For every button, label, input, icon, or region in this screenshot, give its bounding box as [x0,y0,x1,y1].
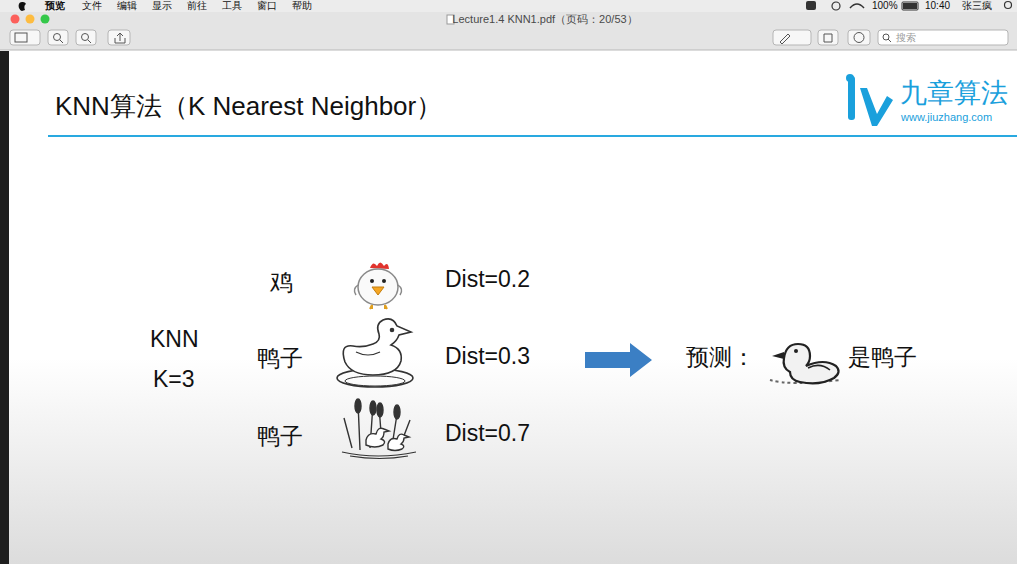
zoom-button [41,15,50,24]
menu-item: 窗口 [257,0,277,12]
spotlight-icon [1005,2,1012,9]
logo-url: www.jiuzhang.com [901,111,992,124]
status-icon [832,2,840,10]
menu-item: 编辑 [117,0,137,12]
menu-item: 预览 [45,0,65,12]
user-name: 张三疯 [962,0,992,12]
clock: 10:40 [925,0,950,12]
menu-item: 工具 [222,0,242,12]
menu-item: 文件 [82,0,102,12]
logo-mark [846,74,893,126]
chicken-icon [354,263,401,310]
neighbor-class: 鸡 [270,269,293,297]
slide-page [9,51,1017,564]
menu-item: 帮助 [292,0,312,12]
predict-arrow [585,343,652,377]
status-icon [806,1,816,10]
predicted-duck-icon [770,344,840,383]
menu-item: 前往 [187,0,207,12]
wifi-icon [850,4,864,8]
minimize-button [26,15,35,24]
sidebar-edge [0,51,9,564]
neighbor-distance: Dist=0.2 [445,266,530,294]
toolbar-border [0,50,1017,51]
slide-title: KNN算法（K Nearest Neighbor） [55,91,442,122]
menu-item: 显示 [152,0,172,12]
neighbor-class: 鸭子 [257,423,303,451]
close-button [11,15,20,24]
algorithm-name: KNN [150,326,199,354]
k-value: K=3 [153,366,195,394]
window-title: Lecture1.4 KNN1.pdf（页码：20/53） [452,13,637,26]
toolbar-buttons [10,30,1008,45]
battery-icon [902,2,918,10]
search-field: 搜索 [896,32,916,44]
title-rule [48,135,1017,137]
prediction-label: 预测： [686,344,755,372]
neighbor-distance: Dist=0.7 [445,420,530,448]
menu-bar [0,0,1017,12]
neighbor-distance: Dist=0.3 [445,343,530,371]
neighbor-class: 鸭子 [257,345,303,373]
prediction-result: 是鸭子 [848,344,917,372]
duck-icon [337,319,413,387]
battery-level [903,3,917,9]
reeds-ducks-icon [342,399,416,459]
logo-text: 九章算法 [900,77,1008,109]
battery-percent: 100% [872,0,898,12]
window-toolbar [0,12,1017,50]
toolbar-glyphs [15,33,891,45]
apple-logo [19,2,26,11]
